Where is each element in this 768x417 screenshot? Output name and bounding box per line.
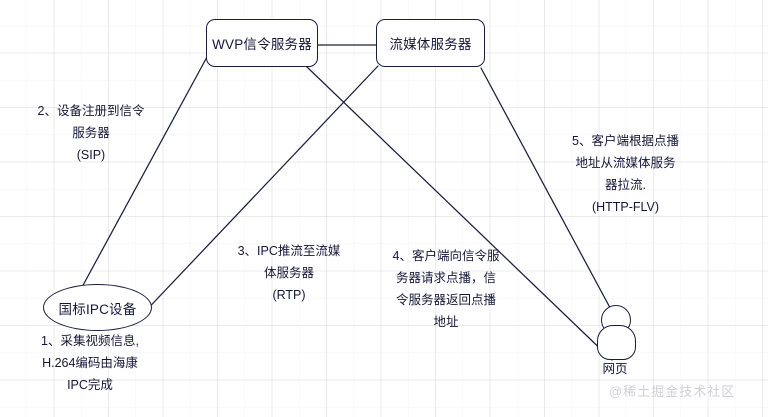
edge-ipc-to-media	[138, 65, 379, 319]
label-step-5: 5、客户端根据点播 地址从流媒体服务 器拉流. (HTTP-FLV)	[572, 134, 679, 214]
node-ipc-device-label: 国标IPC设备	[58, 301, 137, 317]
edge-wvp-to-web	[306, 66, 613, 361]
node-media-server-label: 流媒体服务器	[389, 37, 472, 52]
node-wvp-signaling-server[interactable]: WVP信令服务器	[206, 19, 318, 67]
edge-media-to-web	[480, 67, 623, 331]
node-web-client-label: 网页	[602, 362, 628, 376]
edge-ipc-to-wvp	[74, 56, 208, 301]
label-step-2: 2、设备注册到信令 服务器 (SIP)	[37, 104, 145, 162]
web-client-actor-body-icon	[597, 325, 636, 360]
node-wvp-signaling-server-label: WVP信令服务器	[212, 37, 312, 52]
label-step-3: 3、IPC推流至流媒 体服务器 (RTP)	[237, 244, 341, 302]
label-step-1: 1、采集视频信息, H.264编码由海康 IPC完成	[41, 334, 139, 392]
node-media-server[interactable]: 流媒体服务器	[376, 19, 485, 67]
watermark: @稀土掘金技术社区	[609, 384, 736, 399]
node-ipc-device[interactable]: 国标IPC设备	[43, 284, 152, 331]
label-step-4: 4、客户端向信令服 务器请求点播，信 令服务器返回点播 地址	[392, 249, 500, 329]
